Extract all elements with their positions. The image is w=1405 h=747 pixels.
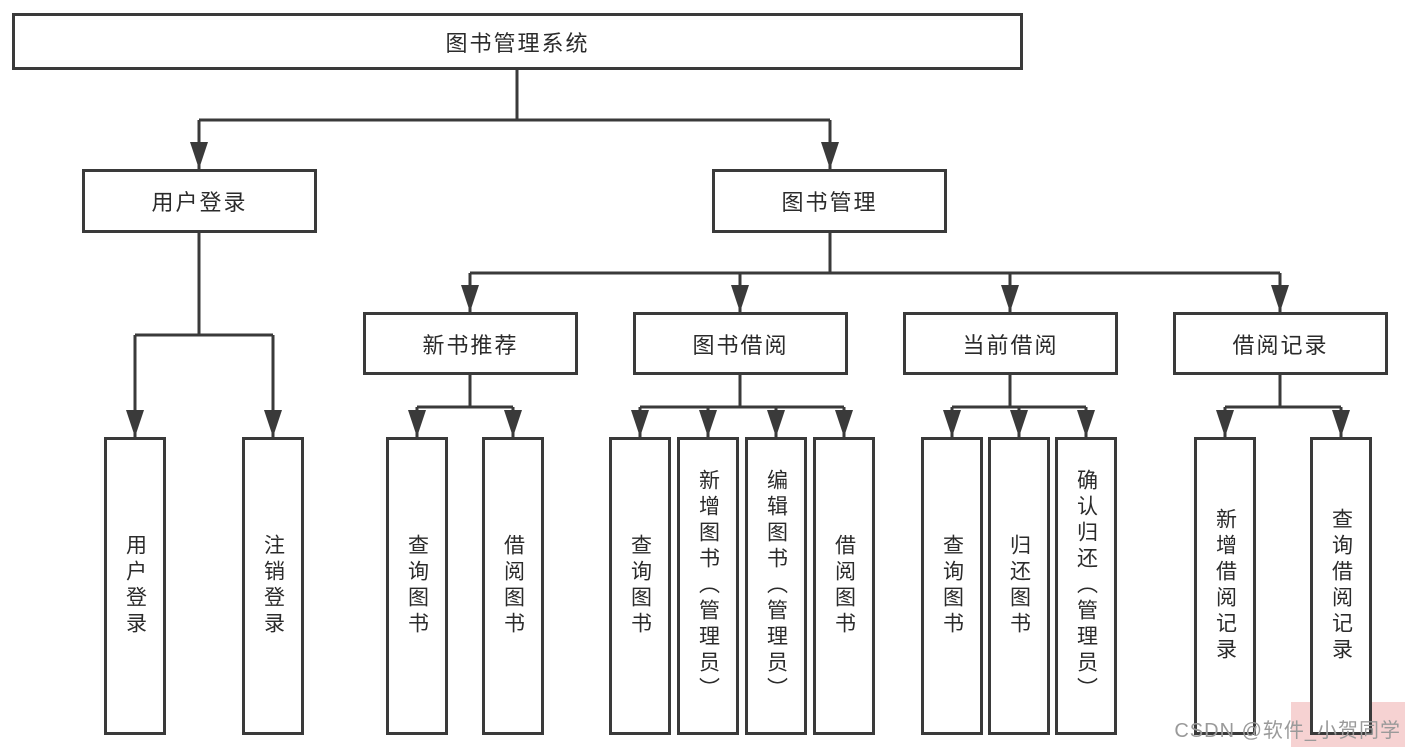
node-user-login: 用户登录 — [82, 169, 317, 233]
leaf-logout: 注销登录 — [242, 437, 304, 735]
node-library-management-system: 图书管理系统 — [12, 13, 1023, 70]
arrow-down-icon — [126, 410, 144, 437]
arrow-down-icon — [1010, 410, 1028, 437]
leaf-query-books: 查询图书 — [921, 437, 983, 735]
leaf-return-book: 归还图书 — [988, 437, 1050, 735]
leaf-borrow-books: 借阅图书 — [813, 437, 875, 735]
arrow-down-icon — [1001, 285, 1019, 312]
leaf-confirm-return-admin: 确认归还（管理员） — [1055, 437, 1117, 735]
leaf-query-books: 查询图书 — [386, 437, 448, 735]
arrow-down-icon — [767, 410, 785, 437]
arrow-down-icon — [821, 142, 839, 169]
leaf-add-book-admin: 新增图书（管理员） — [677, 437, 739, 735]
arrow-down-icon — [835, 410, 853, 437]
arrow-down-icon — [731, 285, 749, 312]
node-new-book-recommendation: 新书推荐 — [363, 312, 578, 375]
arrow-down-icon — [1077, 410, 1095, 437]
arrow-down-icon — [264, 410, 282, 437]
arrow-down-icon — [631, 410, 649, 437]
arrow-down-icon — [408, 410, 426, 437]
leaf-query-books: 查询图书 — [609, 437, 671, 735]
arrow-down-icon — [504, 410, 522, 437]
arrow-down-icon — [1332, 410, 1350, 437]
node-book-management: 图书管理 — [712, 169, 947, 233]
arrow-down-icon — [1271, 285, 1289, 312]
arrow-down-icon — [943, 410, 961, 437]
node-book-borrowing: 图书借阅 — [633, 312, 848, 375]
leaf-borrow-books: 借阅图书 — [482, 437, 544, 735]
watermark: CSDN @软件_小贺同学 — [1174, 720, 1401, 742]
node-borrowing-records: 借阅记录 — [1173, 312, 1388, 375]
leaf-edit-book-admin: 编辑图书（管理员） — [745, 437, 807, 735]
arrow-down-icon — [699, 410, 717, 437]
leaf-add-borrow-record: 新增借阅记录 — [1194, 437, 1256, 735]
arrow-down-icon — [461, 285, 479, 312]
arrow-down-icon — [1216, 410, 1234, 437]
arrow-down-icon — [190, 142, 208, 169]
leaf-query-borrow-record: 查询借阅记录 — [1310, 437, 1372, 735]
leaf-user-login: 用户登录 — [104, 437, 166, 735]
connector-path — [133, 70, 1343, 437]
node-current-borrowing: 当前借阅 — [903, 312, 1118, 375]
